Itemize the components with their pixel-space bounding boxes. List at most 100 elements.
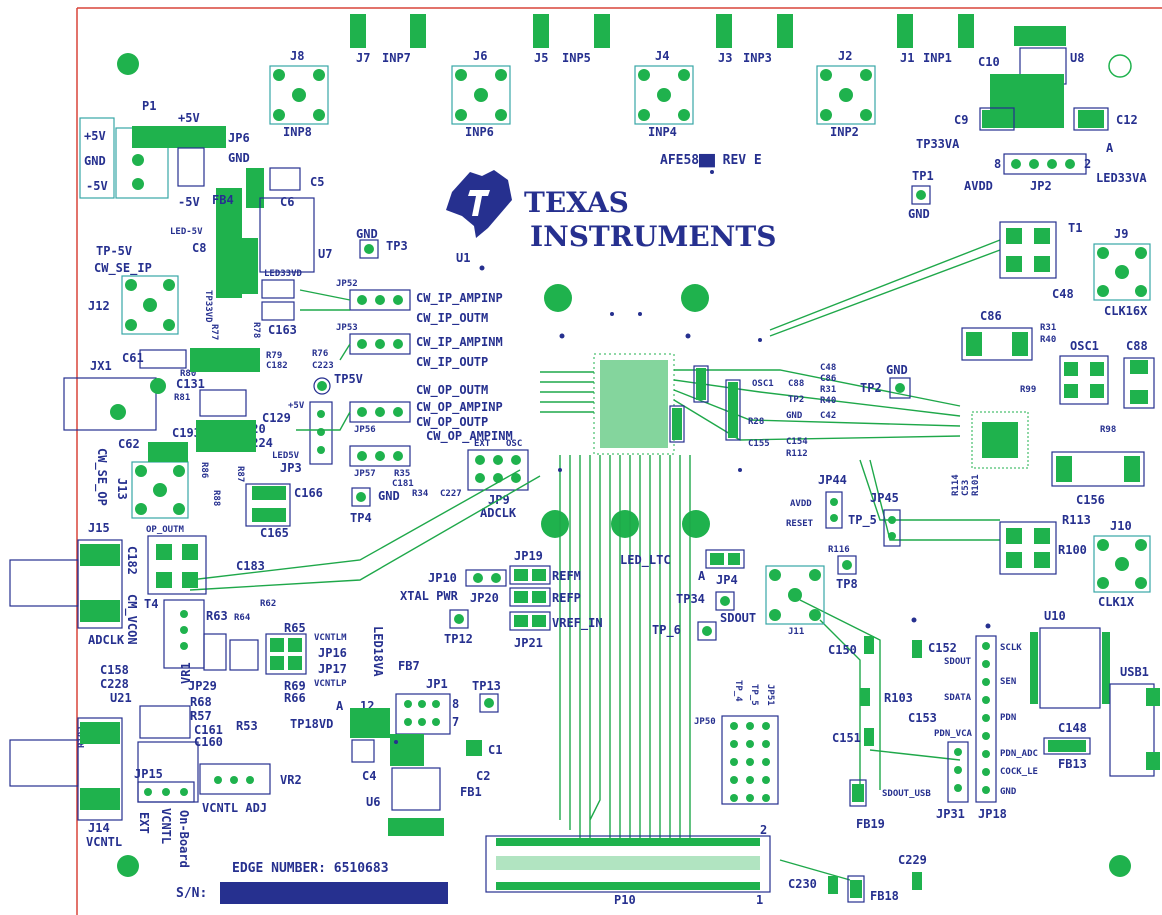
label-c228: C228 [100,677,129,691]
label-gnd-tp3: GND [356,227,378,241]
label-cock-le: COCK_LE [1000,767,1038,777]
label-c86: C86 [980,309,1002,323]
label-fb18: FB18 [870,889,899,903]
label-sdout-u10: SDOUT [944,657,972,667]
label-r34: R34 [412,489,429,499]
label-c166: C166 [294,486,323,500]
label-gnd-tp2: GND [886,363,908,377]
label-c48: C48 [1052,287,1074,301]
label-r65: R65 [284,621,306,635]
label-ext-jp15: EXT [137,812,151,834]
label-r114: C155 [748,439,770,449]
label-j8: J8 [290,49,304,63]
label-r40: R40 [1040,335,1056,345]
resistor-array [669,365,741,443]
label-jp19: JP19 [514,549,543,563]
label-r87: R87 [235,466,245,482]
bnc-j15 [9,559,79,607]
label-r98: TP2 [788,395,804,405]
label-r53: R53 [236,719,258,733]
vias [394,170,991,744]
label-jx1: JX1 [90,359,112,373]
label-sclk: SCLK [1000,643,1022,653]
label-c5: C5 [310,175,324,189]
chip-u10 [1039,627,1101,709]
label-c42: C86 [820,374,836,384]
label-refp: REFP [552,591,581,605]
jp6-outline [177,147,205,187]
label-cw-ip-ampinm: CW_IP_AMPINM [416,335,503,350]
label-jp29: JP29 [188,679,217,693]
label-c193: C193 [172,426,201,440]
label-avdd-jp2: AVDD [964,179,993,193]
label-fb13: FB13 [1058,757,1087,771]
connector-usb1 [1109,683,1155,777]
label-tp2: TP2 [860,381,882,395]
sma-j9 [1093,243,1151,301]
header-jp31 [947,741,969,803]
label-gnd-tp4: GND [378,489,400,503]
label-pdn-vca: PDN_VCA [934,729,973,739]
label-osc1: OSC1 [1070,339,1099,353]
label-reset: RESET [786,519,814,529]
label-c53: C154 [786,437,808,447]
label-j5: J5 [534,51,548,65]
label-a-jp1: A [336,699,344,713]
label-pin2: 2 [1084,157,1091,171]
label-led33va: LED33VA [1096,171,1147,185]
label-tp4: TP4 [350,511,372,525]
label-jp18: JP18 [978,807,1007,821]
label-on-board: On-Board [177,810,191,868]
label-inp1: INP1 [923,51,952,65]
label-inp4: INP4 [648,125,677,139]
label-c4: C4 [362,769,376,783]
label-r69: R69 [284,679,306,693]
label-c88: C88 [1126,339,1148,353]
label-c148: C148 [1058,721,1087,735]
label-pin8-jp1: 8 [452,697,459,711]
label-tp13: TP13 [472,679,501,693]
label-c61: C61 [122,351,144,365]
label-jp10: JP10 [428,571,457,585]
label-jp44: JP44 [818,473,847,487]
label-adclk: ADCLK [480,506,517,520]
label-j13: J13 [115,478,129,500]
label-vr2: VR2 [280,773,302,787]
label-avdd-col: TP_4 [733,680,743,702]
label-jp52: JP52 [336,279,358,289]
label-r35: R35 [394,469,410,479]
label-sen: SEN [1000,677,1016,687]
label-c155: R31 [820,385,836,395]
label-led42: C53 [961,480,971,496]
connector-p10 [485,835,771,893]
top-input-pads [350,14,974,48]
jumper-jp57 [349,445,411,467]
sma-j2 [816,65,876,125]
label-c183: C183 [236,559,265,573]
label-c150: C150 [828,643,857,657]
label-t4: T4 [144,597,158,611]
label-pin1-p10: 1 [756,893,763,907]
label-t3: R113 [1062,513,1091,527]
label-c151: C151 [832,731,861,745]
label-jp6: JP6 [228,131,250,145]
label-cw-op-outp: CW_OP_OUTP [416,415,488,430]
label-r62: R62 [260,599,276,609]
label-c230: C230 [788,877,817,891]
mounting-hole [117,53,139,75]
label-vcntl-adj: VCNTL ADJ [202,801,267,815]
label-r101: R112 [786,449,808,459]
header-jp18 [975,635,997,803]
sma-j12 [121,275,179,335]
label-led18va: LED18VA [371,626,385,677]
label-cw-op-ampinm: CW_OP_AMPINM [426,429,513,444]
label-j7: J7 [356,51,370,65]
label-c156: GND [786,411,803,421]
label-tp1: TP1 [912,169,934,183]
label-r116: R116 [828,545,850,555]
label-u8: U8 [1070,51,1084,65]
serial-number-field [220,882,448,904]
label-c1: C1 [488,743,502,757]
label-cm-vcon: CM_VCON [124,594,139,645]
label-r99: C88 [788,379,804,389]
